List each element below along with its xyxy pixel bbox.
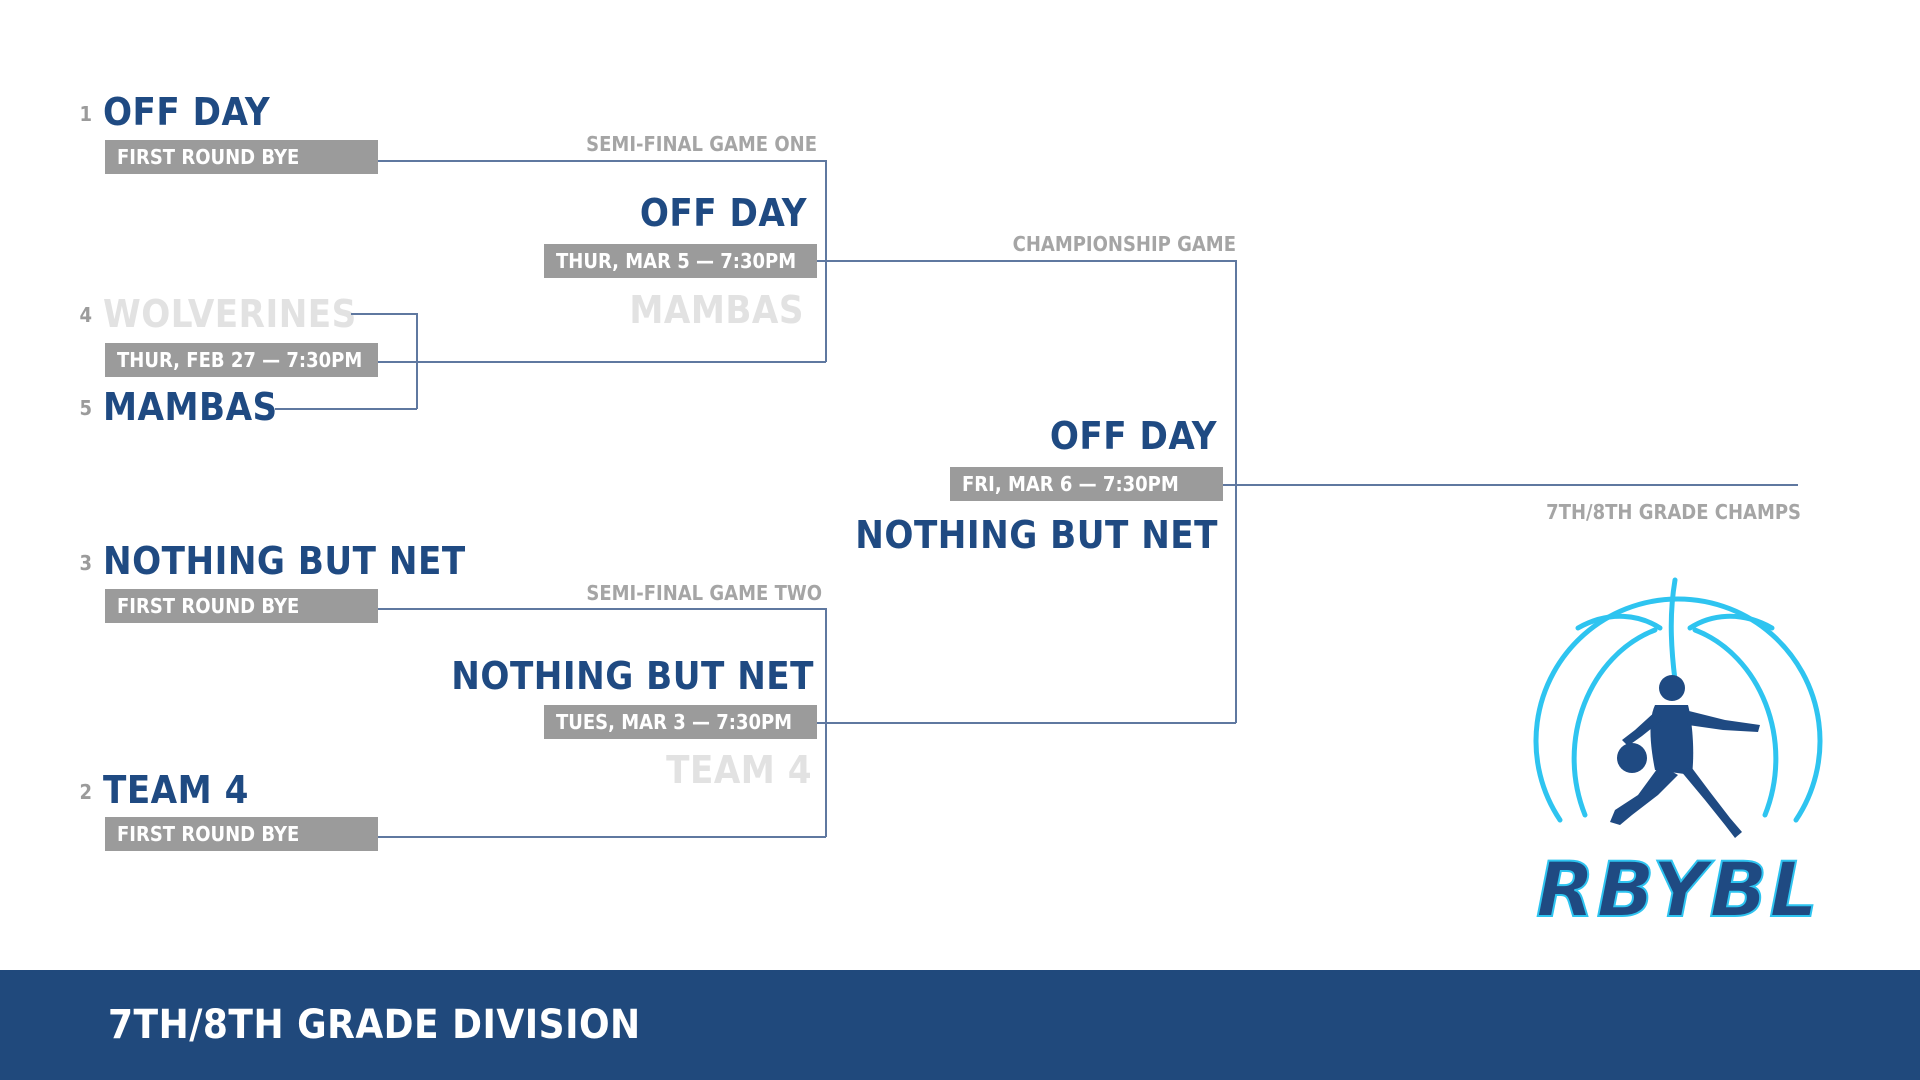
team-name: OFF DAY xyxy=(103,90,271,134)
team-name: MAMBAS xyxy=(629,288,804,332)
footer-bar: 7TH/8TH GRADE DIVISION xyxy=(0,970,1920,1080)
team-name: NOTHING BUT NET xyxy=(855,513,1218,557)
bracket-line xyxy=(1235,260,1237,723)
bracket-line xyxy=(378,608,826,610)
league-logo: RBYBL xyxy=(1520,570,1830,934)
bracket-line xyxy=(1223,484,1798,486)
first-round-bye-badge: FIRST ROUND BYE xyxy=(105,589,378,623)
team-name: MAMBAS xyxy=(103,385,278,429)
seed-number: 5 xyxy=(79,396,92,420)
seed-number: 3 xyxy=(79,551,92,575)
seed-number: 1 xyxy=(79,102,92,126)
champs-label: 7TH/8TH GRADE CHAMPS xyxy=(1546,500,1801,524)
team-name: OFF DAY xyxy=(1049,414,1217,458)
team-name: WOLVERINES xyxy=(103,292,357,336)
bracket-line xyxy=(378,361,826,363)
game-date-badge: FRI, MAR 6 — 7:30PM xyxy=(950,467,1223,501)
seed-number: 2 xyxy=(79,780,92,804)
bracket-line xyxy=(817,722,1236,724)
team-name: OFF DAY xyxy=(639,191,807,235)
bracket-line xyxy=(275,408,417,410)
bracket-line xyxy=(351,313,417,315)
basketball-player-icon xyxy=(1533,577,1823,838)
bracket-line xyxy=(817,260,1236,262)
game-date-badge: THUR, MAR 5 — 7:30PM xyxy=(544,244,817,278)
team-name: NOTHING BUT NET xyxy=(103,539,466,583)
game-date-badge: TUES, MAR 3 — 7:30PM xyxy=(544,705,817,739)
team-name: TEAM 4 xyxy=(103,768,249,812)
first-round-bye-badge: FIRST ROUND BYE xyxy=(105,140,378,174)
championship-game-label: CHAMPIONSHIP GAME xyxy=(1012,232,1236,256)
logo-text: RBYBL xyxy=(1535,845,1820,934)
first-round-bye-badge: FIRST ROUND BYE xyxy=(105,817,378,851)
bracket-line xyxy=(378,160,826,162)
team-name: NOTHING BUT NET xyxy=(451,654,814,698)
division-title: 7TH/8TH GRADE DIVISION xyxy=(108,1002,641,1048)
bracket-line xyxy=(378,836,826,838)
team-name: TEAM 4 xyxy=(666,748,812,792)
game-date-badge: THUR, FEB 27 — 7:30PM xyxy=(105,343,378,377)
seed-number: 4 xyxy=(79,303,92,327)
semi-final-two-label: SEMI-FINAL GAME TWO xyxy=(586,581,822,605)
semi-final-one-label: SEMI-FINAL GAME ONE xyxy=(586,132,817,156)
